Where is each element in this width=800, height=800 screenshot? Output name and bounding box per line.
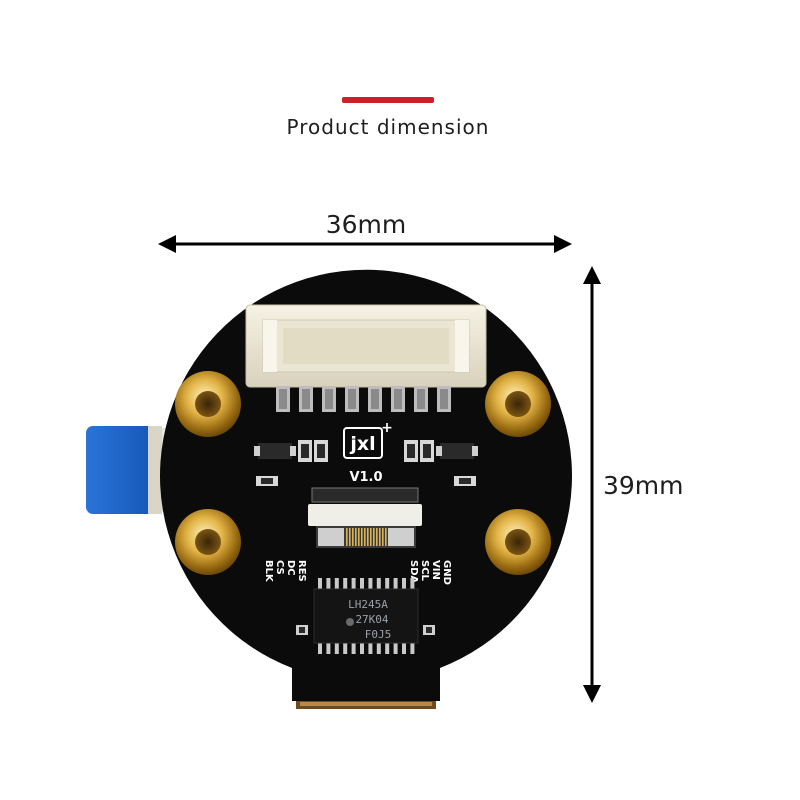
chip-leg bbox=[351, 578, 356, 590]
chip-leg bbox=[318, 578, 322, 590]
pin-label-vin: VIN bbox=[430, 560, 441, 580]
arrow-right-icon bbox=[554, 235, 572, 253]
pin-label-gnd: GND bbox=[441, 560, 452, 585]
pin-label-res: RES bbox=[296, 560, 307, 582]
fpc-pin bbox=[349, 528, 351, 546]
fpc-pin bbox=[367, 528, 369, 546]
page-title: Product dimension bbox=[287, 115, 490, 139]
chip-leg bbox=[368, 578, 373, 590]
pin-pad-inner bbox=[371, 389, 379, 409]
chip-leg bbox=[385, 642, 390, 654]
fpc-pin bbox=[355, 528, 357, 546]
pin-label-cs: CS bbox=[274, 560, 285, 575]
chip-leg bbox=[326, 578, 331, 590]
connector-pin-pads bbox=[276, 386, 451, 412]
chip-leg bbox=[326, 642, 331, 654]
fpc-pin bbox=[358, 528, 360, 546]
chip-side-parts bbox=[296, 625, 435, 635]
fpc-pin bbox=[361, 528, 363, 546]
pin-pad-inner bbox=[325, 389, 333, 409]
arrow-left-icon bbox=[158, 235, 176, 253]
chip-leg bbox=[385, 578, 390, 590]
arrow-up-icon bbox=[583, 266, 601, 284]
fpc-pin bbox=[346, 528, 348, 546]
fpc-pin bbox=[382, 528, 384, 546]
width-label: 36mm bbox=[326, 210, 407, 239]
width-dimension: 36mm bbox=[158, 210, 572, 253]
chip-leg bbox=[410, 578, 415, 590]
mounting-hole-bottom-left bbox=[175, 509, 241, 575]
chip-leg bbox=[318, 642, 322, 654]
chip-leg bbox=[402, 642, 406, 654]
chip-leg bbox=[376, 642, 381, 654]
smd-components bbox=[254, 440, 478, 486]
pin-pad-inner bbox=[348, 389, 356, 409]
board-logo: jxl + V1.0 bbox=[343, 420, 393, 485]
fpc-connector bbox=[308, 487, 422, 548]
pin-pad-inner bbox=[417, 389, 425, 409]
pin-pad-inner bbox=[440, 389, 448, 409]
chip-line-3: F0J5 bbox=[365, 628, 392, 641]
pin-pad-inner bbox=[394, 389, 402, 409]
chip-leg bbox=[334, 578, 339, 590]
fpc-connector-pins bbox=[346, 528, 387, 546]
pin-label-blk: BLK bbox=[263, 560, 274, 583]
chip-line-1: LH245A bbox=[348, 598, 388, 611]
pin-label-dc: DC bbox=[285, 560, 296, 576]
fpc-pin bbox=[370, 528, 372, 546]
chip-leg bbox=[334, 642, 339, 654]
logo-text: jxl bbox=[349, 433, 375, 455]
height-dimension: 39mm bbox=[583, 266, 684, 703]
title-accent-bar bbox=[342, 97, 434, 103]
chip-leg bbox=[368, 642, 373, 654]
chip-leg bbox=[343, 642, 348, 654]
fpc-pin bbox=[373, 528, 375, 546]
pin-pad-inner bbox=[302, 389, 310, 409]
pin-label-scl: SCL bbox=[419, 560, 430, 582]
fpc-pin bbox=[385, 528, 387, 546]
arrow-down-icon bbox=[583, 685, 601, 703]
chip-leg bbox=[402, 578, 406, 590]
chip-leg bbox=[393, 578, 398, 590]
pin-label-sda: SDA bbox=[408, 560, 419, 584]
chip-leg bbox=[410, 642, 415, 654]
logo-mark: + bbox=[381, 420, 393, 436]
chip-leg bbox=[351, 642, 356, 654]
chip-line-2: 27K04 bbox=[355, 613, 388, 626]
chip-leg bbox=[343, 578, 348, 590]
pin-pad-inner bbox=[279, 389, 287, 409]
header-connector bbox=[245, 304, 487, 388]
fpc-pin bbox=[352, 528, 354, 546]
chip-leg bbox=[393, 642, 398, 654]
fpc-pin bbox=[364, 528, 366, 546]
fpc-pin bbox=[379, 528, 381, 546]
chip-leg bbox=[376, 578, 381, 590]
chip-leg bbox=[360, 578, 364, 590]
board-version: V1.0 bbox=[349, 470, 382, 485]
height-label: 39mm bbox=[603, 471, 684, 500]
chip-leg bbox=[360, 642, 364, 654]
mounting-hole-top-left bbox=[175, 371, 241, 437]
fpc-pin bbox=[376, 528, 378, 546]
mounting-hole-bottom-right bbox=[485, 509, 551, 575]
mounting-hole-top-right bbox=[485, 371, 551, 437]
ic-chip: LH245A 27K04 F0J5 bbox=[313, 578, 419, 654]
